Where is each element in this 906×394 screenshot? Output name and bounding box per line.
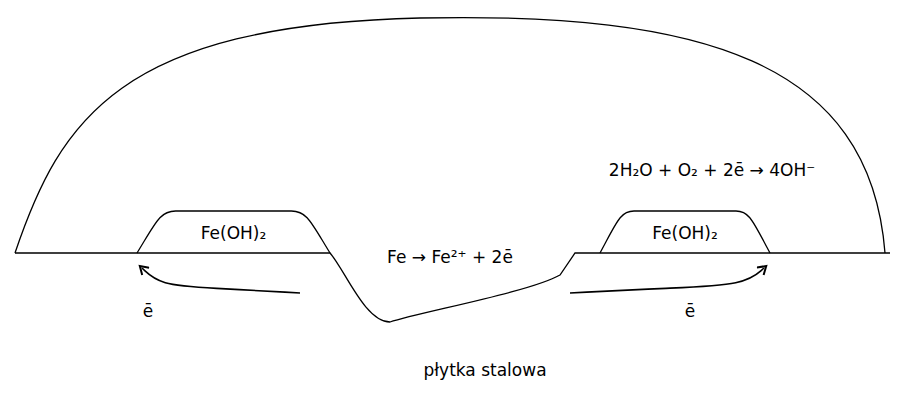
hydroxide-deposit: Fe(OH)₂ <box>600 211 770 253</box>
deposit-mound <box>600 211 770 253</box>
compound-formula: Fe(OH)₂ <box>137 211 330 243</box>
hydroxide-deposit: Fe(OH)₂ <box>137 211 330 253</box>
electron-arrow <box>570 268 764 293</box>
water-droplet <box>15 18 885 253</box>
compound-formula: Fe(OH)₂ <box>600 211 770 243</box>
electron-symbol: ē <box>685 302 695 321</box>
electron-arrow <box>142 268 300 293</box>
reaction-equation: 2H₂O + O₂ + 2ē → 4OH⁻ <box>609 161 815 180</box>
deposit-mound <box>137 211 330 253</box>
part-label: płytka stalowa <box>423 361 546 380</box>
reaction-equation: Fe → Fe²⁺ + 2ē <box>387 248 513 267</box>
electron-symbol: ē <box>143 302 153 321</box>
